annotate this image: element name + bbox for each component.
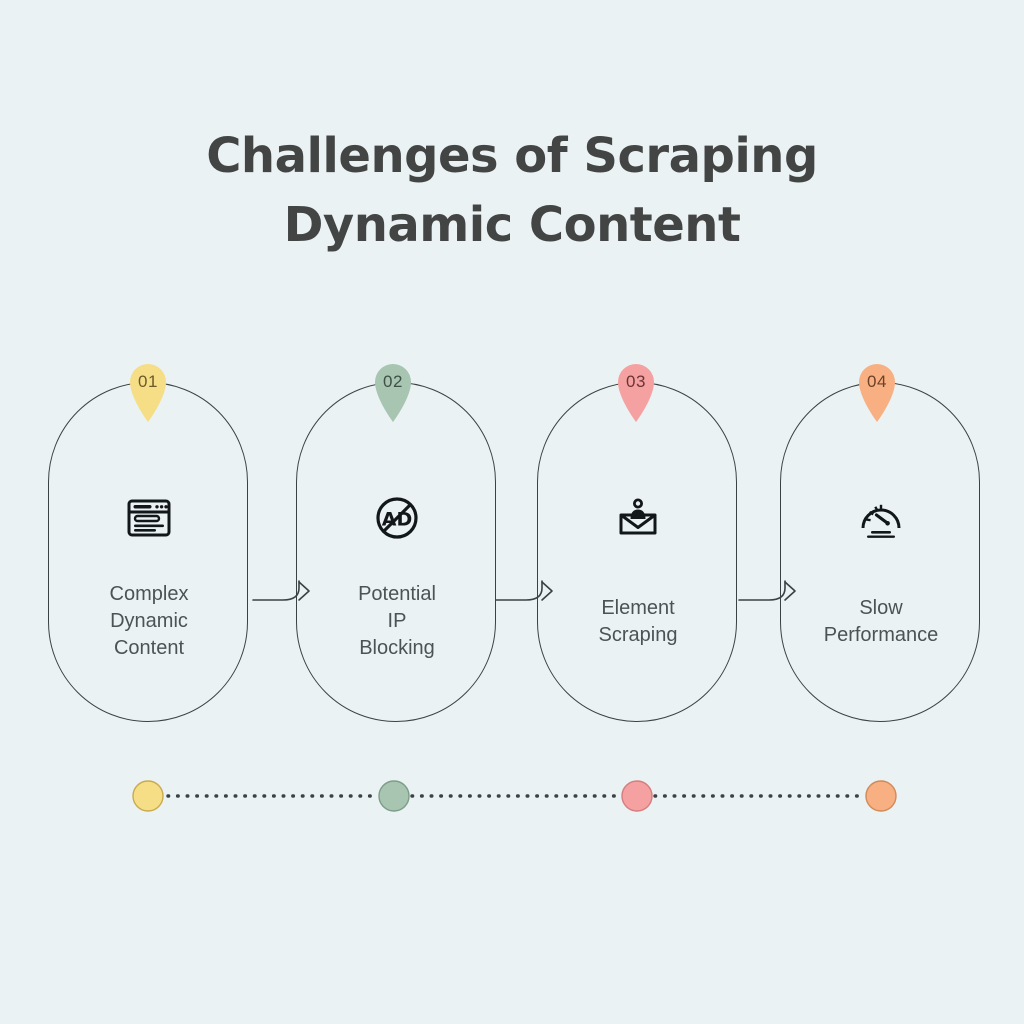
steps-row: Complex Dynamic Content AD Potential IP … [0, 355, 1024, 755]
timeline-dot-1[interactable] [132, 780, 164, 812]
progress-timeline [132, 780, 897, 812]
no-ads-icon: AD [297, 491, 497, 545]
timeline-dot-2[interactable] [378, 780, 410, 812]
step-card-4-label: Slow Performance [823, 597, 939, 646]
envelope-person-icon [538, 491, 738, 545]
page-title: Challenges of Scraping Dynamic Content [0, 122, 1024, 260]
step-pin-1-number: 01 [138, 372, 158, 391]
title-line-2: Dynamic Content [283, 197, 741, 253]
step-card-3-label: Element Scraping [598, 597, 678, 646]
step-card-2[interactable]: AD Potential IP Blocking [296, 382, 496, 722]
step-card-2-label: Potential IP Blocking [358, 583, 436, 659]
step-pin-4-number: 04 [867, 372, 887, 391]
speedometer-icon [781, 491, 981, 545]
step-card-3[interactable]: Element Scraping [537, 382, 737, 722]
step-card-4[interactable]: Slow Performance [780, 382, 980, 722]
step-pin-2-number: 02 [383, 372, 403, 391]
timeline-dot-4[interactable] [865, 780, 897, 812]
timeline-dot-3[interactable] [621, 780, 653, 812]
step-card-1-label: Complex Dynamic Content [109, 583, 189, 659]
step-pin-1[interactable]: 01 [121, 355, 175, 423]
step-card-1[interactable]: Complex Dynamic Content [48, 382, 248, 722]
step-pin-4[interactable]: 04 [850, 355, 904, 423]
title-line-1: Challenges of Scraping [206, 128, 818, 184]
step-pin-3-number: 03 [626, 372, 646, 391]
browser-window-icon [49, 491, 249, 545]
step-pin-2[interactable]: 02 [366, 355, 420, 423]
step-pin-3[interactable]: 03 [609, 355, 663, 423]
